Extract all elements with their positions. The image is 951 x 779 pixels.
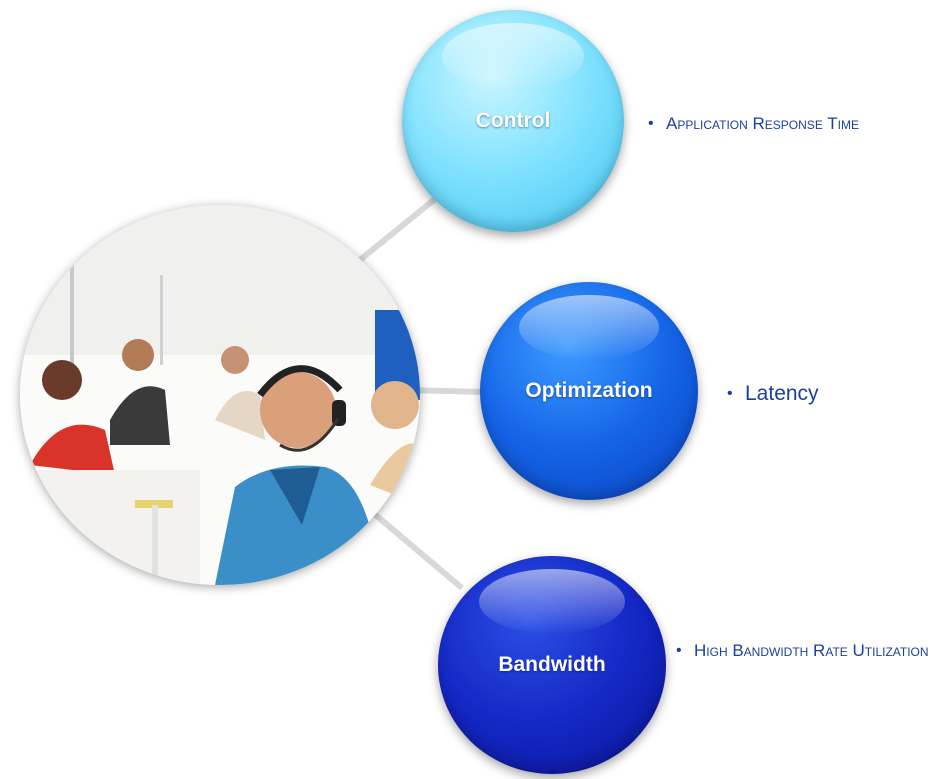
bandwidth-bullet: • High Bandwidth Rate Utilization bbox=[676, 640, 936, 662]
bullet-icon: • bbox=[676, 642, 682, 659]
bandwidth-bullet-text: High Bandwidth Rate Utilization bbox=[694, 641, 929, 660]
optimization-circle: Optimization bbox=[480, 282, 698, 500]
control-circle: Control bbox=[402, 10, 624, 232]
connector-bandwidth bbox=[370, 509, 464, 591]
connector-optimization bbox=[409, 387, 485, 395]
bullet-icon: • bbox=[727, 385, 733, 402]
optimization-label: Optimization bbox=[525, 379, 653, 402]
optimization-bullet: • Latency bbox=[727, 383, 819, 405]
bandwidth-circle: Bandwidth bbox=[438, 556, 666, 774]
call-center-photo bbox=[20, 205, 420, 585]
bullet-icon: • bbox=[648, 115, 654, 132]
optimization-bullet-text: Latency bbox=[745, 382, 819, 405]
control-label: Control bbox=[475, 109, 551, 132]
control-bullet-text: Application Response Time bbox=[666, 114, 859, 133]
control-bullet: • Application Response Time bbox=[648, 113, 859, 135]
connector-control bbox=[348, 192, 442, 271]
bandwidth-label: Bandwidth bbox=[498, 653, 606, 676]
